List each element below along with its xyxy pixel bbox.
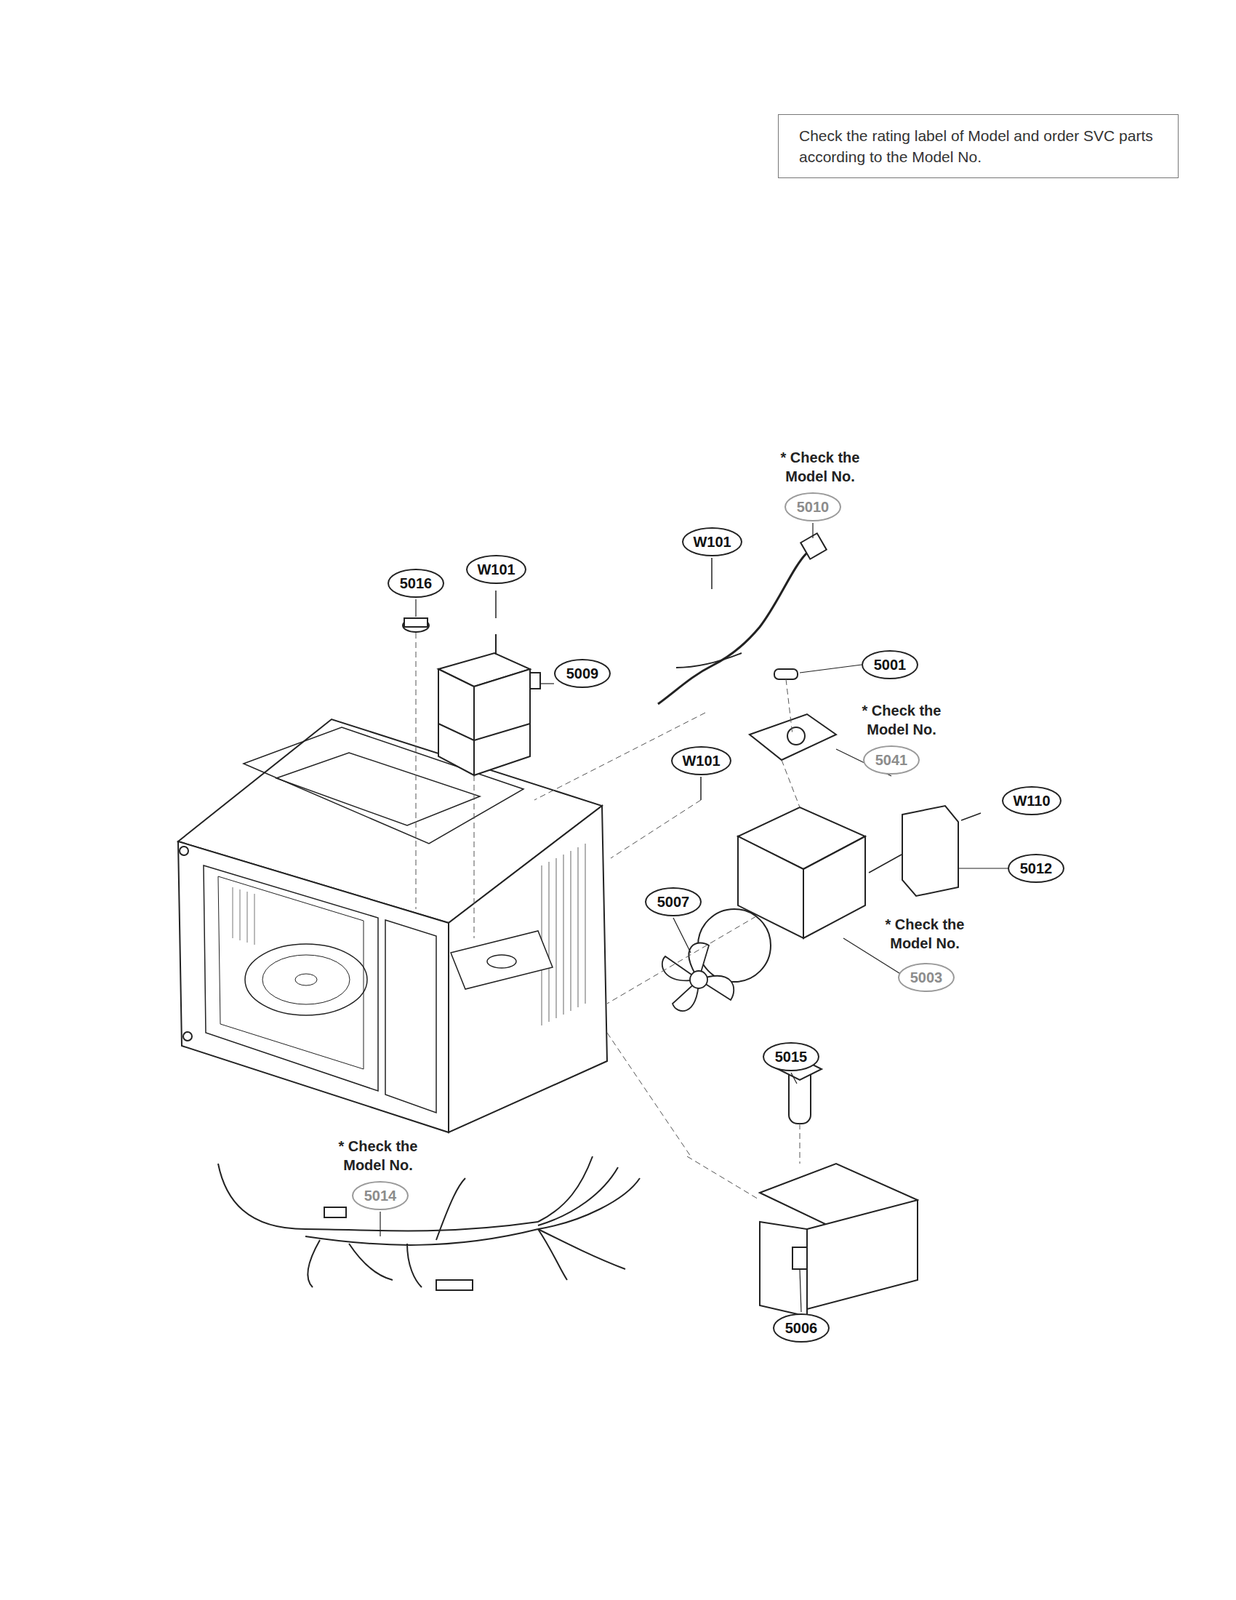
callout-text: 5015	[775, 1048, 808, 1066]
model-note: * Check the Model No.	[327, 1136, 429, 1175]
callout-text: 5003	[910, 969, 943, 986]
callout-number: 5010	[784, 492, 842, 522]
callout-number: 5006	[772, 1313, 830, 1343]
callout-text: 5010	[796, 498, 830, 516]
callout-text: 5001	[873, 656, 907, 674]
callout-number: 5041	[863, 745, 920, 775]
callout-text: W101	[681, 752, 720, 770]
callout-number: 5007	[644, 887, 702, 917]
model-note: * Check the Model No.	[850, 700, 953, 739]
note-text: Check the rating label of Model and orde…	[799, 125, 1158, 168]
callout-number: 5003	[897, 962, 955, 992]
callout-number: W101	[466, 554, 527, 584]
callout-number: W101	[681, 527, 743, 557]
callout-text: W101	[692, 533, 731, 551]
callout-text: 5041	[875, 751, 909, 769]
callout-number: W101	[671, 745, 732, 776]
callout-text: 5012	[1020, 860, 1053, 877]
callout-number: 5009	[554, 658, 611, 688]
note-box: Check the rating label of Model and orde…	[777, 114, 1179, 179]
model-note: * Check the Model No.	[873, 914, 976, 953]
callout-number: W110	[1001, 785, 1062, 816]
callout-text: 5006	[785, 1319, 818, 1337]
callout-text: 5014	[364, 1187, 397, 1205]
callout-number: 5014	[351, 1180, 409, 1210]
callout-text: W101	[476, 561, 515, 579]
callout-number: 5016	[387, 568, 445, 598]
callout-number: 5012	[1007, 853, 1065, 883]
callout-text: 5007	[657, 893, 690, 911]
callout-number: 5001	[861, 649, 919, 680]
callout-text: W110	[1012, 792, 1050, 810]
callout-text: 5016	[399, 575, 433, 592]
model-note: * Check the Model No.	[769, 447, 872, 486]
callout-number: 5015	[762, 1041, 820, 1071]
callout-text: 5009	[566, 665, 600, 682]
